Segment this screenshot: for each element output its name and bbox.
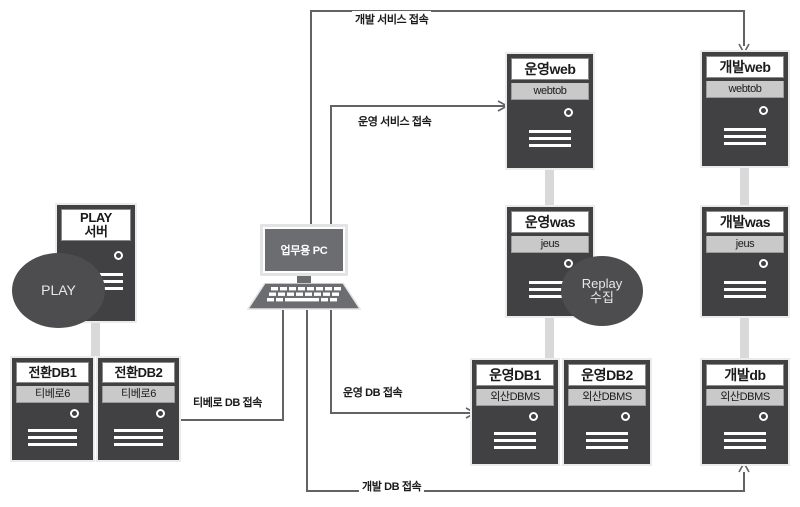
- conv-db2-vent-lines-icon: [114, 429, 163, 450]
- dev-db-vent-lines-icon: [724, 432, 766, 453]
- node-replay-bubble[interactable]: Replay 수집: [561, 256, 643, 326]
- play-bubble-label: PLAY: [41, 281, 76, 298]
- dev-web-body: [706, 98, 784, 164]
- dev-web-title: 개발web: [706, 56, 784, 78]
- dev-was-title: 개발was: [706, 211, 784, 233]
- prod-web-title: 운영web: [511, 58, 589, 80]
- prod-was-vent-lines-icon: [529, 281, 571, 302]
- dev-web-vent-lines-icon: [724, 128, 766, 149]
- play-server-title-line2: 서버: [84, 223, 108, 239]
- conv-db2-body: [102, 403, 175, 459]
- replay-bubble-label-line1: Replay: [581, 275, 623, 291]
- line-dev-service-v-left: [310, 10, 312, 234]
- conv-db1-sub: 티베로6: [16, 386, 89, 403]
- dev-db-led-icon: [759, 412, 768, 421]
- line-tibero-h: [178, 419, 284, 421]
- prod-web-sub: webtob: [511, 83, 589, 100]
- line-dev-service-v-right: [743, 10, 745, 46]
- line-tibero-v: [282, 310, 284, 421]
- work-pc-keyboard-icon: [247, 283, 361, 310]
- pipe-prodwas-to-proddb: [545, 318, 554, 358]
- prod-db2-vent-lines-icon: [586, 432, 628, 453]
- edge-label-prod-service: 운영 서비스 접속: [355, 113, 435, 129]
- prod-was-title: 운영was: [511, 211, 589, 233]
- line-dev-db-v-right: [743, 472, 745, 492]
- pipe-play-to-convdb: [91, 322, 100, 356]
- prod-was-led-icon: [564, 259, 573, 268]
- pipe-prodweb-to-prodwas: [545, 170, 554, 212]
- prod-web-led-icon: [564, 108, 573, 117]
- conv-db1-led-icon: [70, 409, 79, 418]
- node-work-pc-monitor[interactable]: 업무용 PC: [260, 224, 348, 276]
- conv-db1-body: [16, 403, 89, 459]
- conv-db2-title: 전환DB2: [102, 362, 175, 383]
- prod-db1-led-icon: [529, 412, 538, 421]
- dev-db-title: 개발db: [706, 364, 784, 386]
- prod-db2-led-icon: [621, 412, 630, 421]
- line-prod-db-h: [330, 412, 470, 414]
- pipe-devweb-to-devwas: [740, 168, 749, 212]
- line-prod-service-h: [330, 105, 505, 107]
- node-dev-web[interactable]: 개발web webtob: [700, 50, 790, 168]
- node-dev-db[interactable]: 개발db 외산DBMS: [700, 358, 790, 466]
- dev-was-led-icon: [759, 259, 768, 268]
- play-server-led-icon: [114, 251, 123, 261]
- node-play-bubble[interactable]: PLAY: [12, 253, 105, 328]
- work-pc-stand-icon: [297, 276, 311, 284]
- play-server-title-line1: PLAY: [80, 210, 112, 225]
- dev-was-sub: jeus: [706, 236, 784, 253]
- conv-db2-led-icon: [156, 409, 165, 418]
- dev-db-sub: 외산DBMS: [706, 389, 784, 406]
- line-prod-db-v: [330, 310, 332, 414]
- prod-db2-body: [568, 406, 646, 462]
- prod-web-body: [511, 100, 589, 166]
- prod-db1-sub: 외산DBMS: [476, 389, 554, 406]
- work-pc-label: 업무용 PC: [280, 245, 328, 257]
- line-dev-db-v-left: [306, 310, 308, 492]
- work-pc-screen: 업무용 PC: [263, 227, 345, 273]
- prod-was-sub: jeus: [511, 236, 589, 253]
- prod-db2-title: 운영DB2: [568, 364, 646, 386]
- node-dev-was[interactable]: 개발was jeus: [700, 205, 790, 318]
- edge-label-prod-db: 운영 DB 접속: [340, 384, 406, 400]
- edge-label-dev-service: 개발 서비스 접속: [352, 11, 432, 27]
- line-dev-service-h-top: [310, 10, 745, 12]
- node-prod-db1[interactable]: 운영DB1 외산DBMS: [470, 358, 560, 466]
- node-conv-db1[interactable]: 전환DB1 티베로6: [10, 356, 95, 462]
- edge-label-tibero-db: 티베로 DB 접속: [190, 394, 265, 410]
- dev-was-body: [706, 253, 784, 314]
- line-dev-db-h-bottom: [306, 490, 745, 492]
- conv-db2-sub: 티베로6: [102, 386, 175, 403]
- dev-web-led-icon: [759, 106, 768, 115]
- conv-db1-vent-lines-icon: [28, 429, 77, 450]
- node-conv-db2[interactable]: 전환DB2 티베로6: [96, 356, 181, 462]
- prod-was-body: [511, 253, 589, 314]
- dev-was-vent-lines-icon: [724, 281, 766, 302]
- prod-db2-sub: 외산DBMS: [568, 389, 646, 406]
- line-prod-service-v: [330, 105, 332, 234]
- dev-db-body: [706, 406, 784, 462]
- play-server-title: PLAY 서버: [61, 209, 131, 242]
- node-prod-web[interactable]: 운영web webtob: [505, 52, 595, 170]
- prod-web-vent-lines-icon: [529, 130, 571, 151]
- dev-web-sub: webtob: [706, 81, 784, 98]
- pipe-devwas-to-devdb: [740, 318, 749, 358]
- conv-db1-title: 전환DB1: [16, 362, 89, 383]
- node-prod-db2[interactable]: 운영DB2 외산DBMS: [562, 358, 652, 466]
- prod-db1-vent-lines-icon: [494, 432, 536, 453]
- prod-db1-body: [476, 406, 554, 462]
- edge-label-dev-db: 개발 DB 접속: [359, 478, 425, 494]
- replay-bubble-label-line2: 수집: [590, 290, 614, 305]
- prod-db1-title: 운영DB1: [476, 364, 554, 386]
